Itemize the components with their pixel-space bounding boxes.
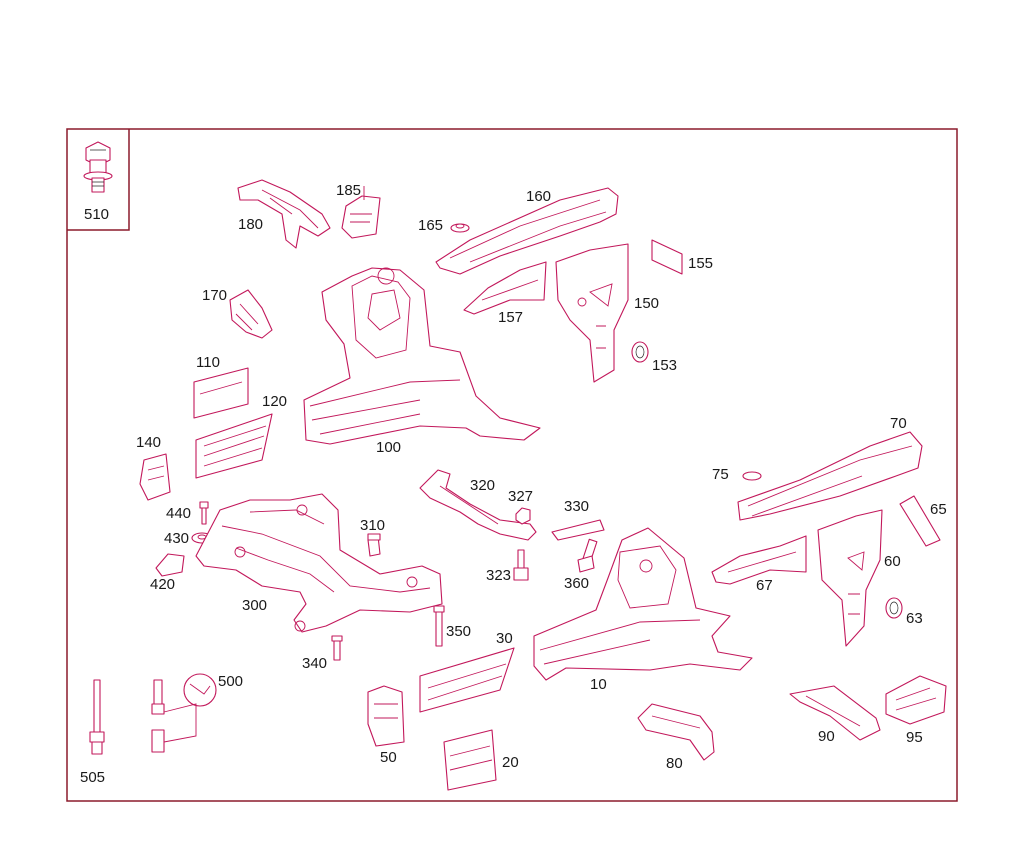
label-155: 155 bbox=[688, 255, 713, 272]
label-180: 180 bbox=[238, 216, 263, 233]
part-165[interactable] bbox=[450, 223, 470, 233]
part-510[interactable] bbox=[83, 141, 113, 193]
part-60[interactable] bbox=[817, 509, 883, 647]
part-50[interactable] bbox=[367, 685, 405, 747]
label-65: 65 bbox=[930, 501, 947, 518]
label-327: 327 bbox=[508, 488, 533, 505]
label-63: 63 bbox=[906, 610, 923, 627]
label-70: 70 bbox=[890, 415, 907, 432]
label-60: 60 bbox=[884, 553, 901, 570]
part-100[interactable] bbox=[303, 267, 541, 445]
label-100: 100 bbox=[376, 439, 401, 456]
part-505[interactable] bbox=[89, 679, 105, 755]
label-95: 95 bbox=[906, 729, 923, 746]
label-140: 140 bbox=[136, 434, 161, 451]
part-120[interactable] bbox=[195, 413, 273, 479]
part-155[interactable] bbox=[651, 239, 683, 275]
label-300: 300 bbox=[242, 597, 267, 614]
part-10[interactable] bbox=[533, 527, 753, 681]
inset-box-510 bbox=[67, 129, 130, 231]
part-70[interactable] bbox=[737, 431, 923, 521]
part-157[interactable] bbox=[463, 261, 547, 315]
part-360[interactable] bbox=[577, 538, 598, 573]
label-110: 110 bbox=[196, 354, 220, 371]
diagram-frame bbox=[66, 128, 958, 802]
label-350: 350 bbox=[446, 623, 471, 640]
part-75[interactable] bbox=[742, 471, 762, 481]
part-300[interactable] bbox=[195, 493, 443, 633]
part-67[interactable] bbox=[711, 535, 807, 585]
part-340[interactable] bbox=[331, 635, 343, 661]
part-327[interactable] bbox=[515, 507, 531, 525]
part-185[interactable] bbox=[341, 186, 381, 239]
label-67: 67 bbox=[756, 577, 773, 594]
label-185: 185 bbox=[336, 182, 361, 199]
part-140[interactable] bbox=[139, 453, 171, 501]
part-80[interactable] bbox=[637, 703, 715, 761]
label-157: 157 bbox=[498, 309, 523, 326]
label-30: 30 bbox=[496, 630, 513, 647]
label-505: 505 bbox=[80, 769, 105, 786]
label-120: 120 bbox=[262, 393, 287, 410]
part-95[interactable] bbox=[885, 675, 947, 725]
part-180[interactable] bbox=[237, 179, 331, 249]
label-20: 20 bbox=[502, 754, 519, 771]
part-110[interactable] bbox=[193, 367, 249, 419]
part-65[interactable] bbox=[899, 495, 941, 547]
part-20[interactable] bbox=[443, 729, 497, 791]
label-420: 420 bbox=[150, 576, 175, 593]
part-420[interactable] bbox=[155, 553, 185, 577]
label-80: 80 bbox=[666, 755, 683, 772]
part-350[interactable] bbox=[433, 605, 445, 647]
part-170[interactable] bbox=[229, 289, 273, 339]
part-153[interactable] bbox=[631, 341, 649, 363]
label-75: 75 bbox=[712, 466, 729, 483]
part-160[interactable] bbox=[435, 187, 619, 275]
label-440: 440 bbox=[166, 505, 191, 522]
label-320: 320 bbox=[470, 477, 495, 494]
part-310[interactable] bbox=[367, 533, 381, 557]
label-90: 90 bbox=[818, 728, 835, 745]
part-330[interactable] bbox=[551, 519, 605, 541]
label-430: 430 bbox=[164, 530, 189, 547]
part-320[interactable] bbox=[419, 469, 537, 541]
part-63[interactable] bbox=[885, 597, 903, 619]
part-30[interactable] bbox=[419, 647, 515, 713]
label-330: 330 bbox=[564, 498, 589, 515]
label-153: 153 bbox=[652, 357, 677, 374]
label-10: 10 bbox=[590, 676, 607, 693]
part-90[interactable] bbox=[789, 685, 881, 741]
part-500[interactable] bbox=[151, 673, 217, 753]
label-50: 50 bbox=[380, 749, 397, 766]
label-310: 310 bbox=[360, 517, 385, 534]
label-510: 510 bbox=[84, 206, 109, 223]
label-150: 150 bbox=[634, 295, 659, 312]
part-150[interactable] bbox=[555, 243, 629, 383]
label-170: 170 bbox=[202, 287, 227, 304]
label-323: 323 bbox=[486, 567, 511, 584]
label-340: 340 bbox=[302, 655, 327, 672]
label-360: 360 bbox=[564, 575, 589, 592]
part-323[interactable] bbox=[513, 549, 529, 581]
label-165: 165 bbox=[418, 217, 443, 234]
label-500: 500 bbox=[218, 673, 243, 690]
part-440[interactable] bbox=[199, 501, 209, 525]
label-160: 160 bbox=[526, 188, 551, 205]
